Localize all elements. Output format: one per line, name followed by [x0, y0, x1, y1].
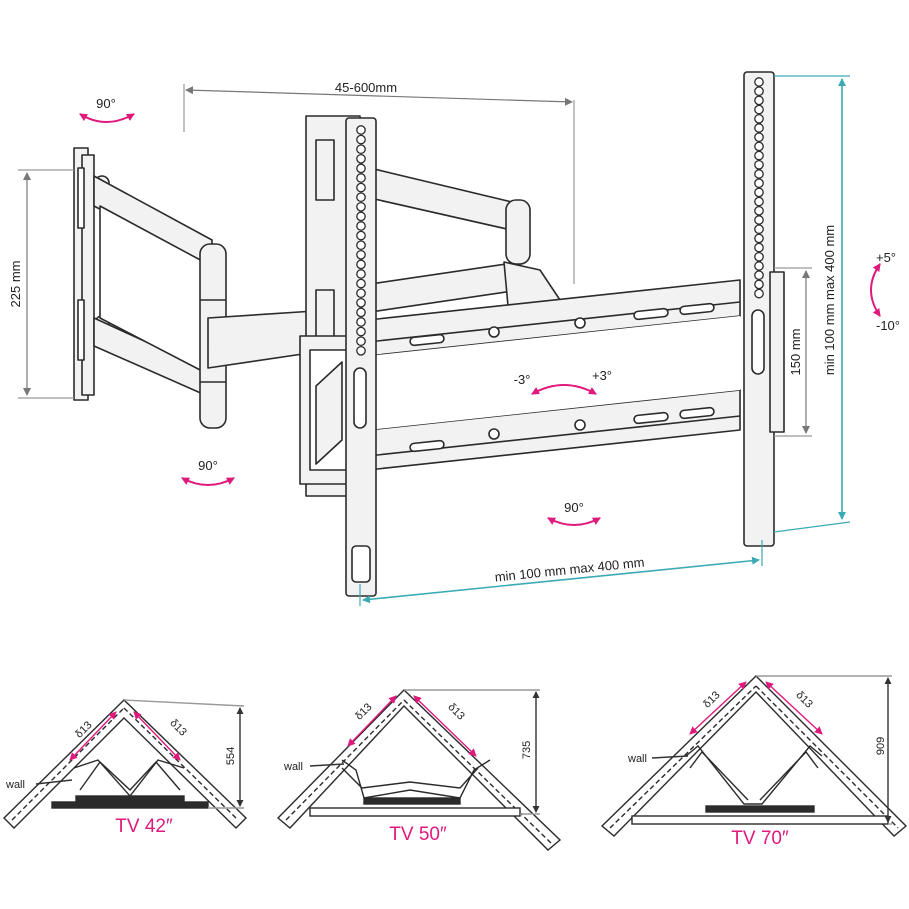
tilt-up-label: +5°	[876, 250, 896, 265]
rotation-arrows	[79, 113, 881, 526]
mount-hole	[754, 77, 764, 87]
level-arrow	[531, 384, 597, 395]
rail-spacing-label: 150 mm	[788, 329, 803, 376]
main-mount-drawing	[73, 71, 785, 597]
mount-hole	[356, 269, 366, 279]
depth-label: 735	[521, 741, 533, 759]
swivel-elbow-label: 90°	[198, 458, 218, 473]
mount-hole	[754, 288, 764, 299]
mount-hole	[754, 159, 764, 170]
tilt-arrow	[870, 263, 881, 317]
diameter-right-label: δ13	[445, 701, 466, 722]
mount-hole	[356, 307, 366, 318]
mount-hole	[754, 150, 764, 161]
mount-hole	[754, 123, 764, 133]
tv-size-label: TV 70″	[731, 828, 789, 849]
wall-label: wall	[283, 761, 303, 773]
arm-extension-label: 45-600mm	[335, 80, 397, 95]
diameter-right-label: δ13	[793, 689, 814, 710]
tv-size-label: TV 50″	[389, 824, 447, 845]
tv-rails	[367, 279, 741, 471]
depth-label: 554	[225, 747, 237, 765]
mount-hole	[356, 144, 366, 155]
mount-hole	[356, 336, 366, 347]
mount-hole	[356, 163, 366, 174]
mount-hole	[356, 278, 366, 289]
mount-hole	[754, 169, 764, 179]
mount-hole	[356, 153, 366, 164]
mount-hole	[754, 261, 764, 271]
mount-hole	[754, 242, 764, 253]
mount-hole	[754, 187, 764, 198]
mount-hole	[356, 259, 366, 270]
mount-hole	[754, 178, 764, 189]
mount-hole	[356, 125, 366, 135]
lower-arm	[93, 175, 227, 429]
mount-hole	[754, 279, 764, 290]
corner-view-tv42: wall δ13 δ13 554 TV 42″	[3, 699, 247, 837]
mount-hole	[754, 205, 764, 216]
mount-hole	[356, 211, 366, 222]
mount-hole	[356, 297, 366, 308]
mount-hole	[356, 192, 366, 203]
mount-hole	[754, 251, 764, 262]
depth-label: 909	[875, 737, 887, 755]
swivel-arrow-elbow	[181, 477, 235, 486]
upper-arm	[329, 167, 561, 319]
mount-hole	[356, 221, 366, 231]
mount-hole	[356, 173, 366, 183]
level-left-label: -3°	[514, 372, 531, 387]
mount-hole	[754, 132, 764, 143]
right-vertical-bracket	[743, 71, 785, 547]
mount-hole	[356, 326, 366, 337]
wall-label: wall	[627, 753, 647, 765]
mount-hole	[356, 345, 366, 356]
swivel-center-label: 90°	[564, 500, 584, 515]
vesa-height-label: min 100 mm max 400 mm	[822, 225, 837, 375]
diameter-left-label: δ13	[353, 701, 374, 722]
right-bracket-holes	[754, 77, 764, 299]
mount-hole	[754, 113, 764, 124]
mount-hole	[356, 317, 366, 327]
mount-hole	[356, 201, 366, 212]
tv-size-label: TV 42″	[115, 816, 173, 837]
mount-hole	[754, 95, 764, 106]
mount-hole	[754, 215, 764, 225]
mount-hole	[754, 270, 764, 281]
mount-hole	[356, 182, 366, 193]
mount-hole	[356, 240, 366, 251]
corner-view-tv70: wall δ13 δ13 909 TV 70″	[600, 675, 908, 849]
rail-holes	[409, 302, 715, 453]
mount-hole	[754, 196, 764, 207]
swivel-arrow-center	[547, 517, 601, 526]
corner-view-tv50: wall δ13 δ13 735 TV 50″	[276, 689, 562, 851]
vesa-width-label: min 100 mm max 400 mm	[494, 554, 645, 584]
tilt-down-label: -10°	[876, 318, 900, 333]
mount-hole	[356, 288, 366, 299]
swivel-arrow-top	[79, 113, 135, 123]
mount-hole	[356, 230, 366, 241]
wall-plate-height-label: 225 mm	[8, 261, 23, 308]
mount-hole	[356, 134, 366, 145]
mount-hole	[754, 224, 764, 235]
mount-hole	[754, 86, 764, 97]
level-right-label: +3°	[592, 368, 612, 383]
swivel-top-label: 90°	[96, 96, 116, 111]
left-bracket-holes	[356, 125, 366, 356]
diameter-right-label: δ13	[167, 717, 188, 738]
wall-label: wall	[5, 779, 25, 791]
mount-hole	[754, 233, 764, 244]
mount-hole	[356, 249, 366, 260]
left-vertical-bracket	[345, 117, 377, 597]
mount-hole	[754, 141, 764, 152]
mount-hole	[754, 104, 764, 115]
dimension-lines	[18, 75, 851, 606]
